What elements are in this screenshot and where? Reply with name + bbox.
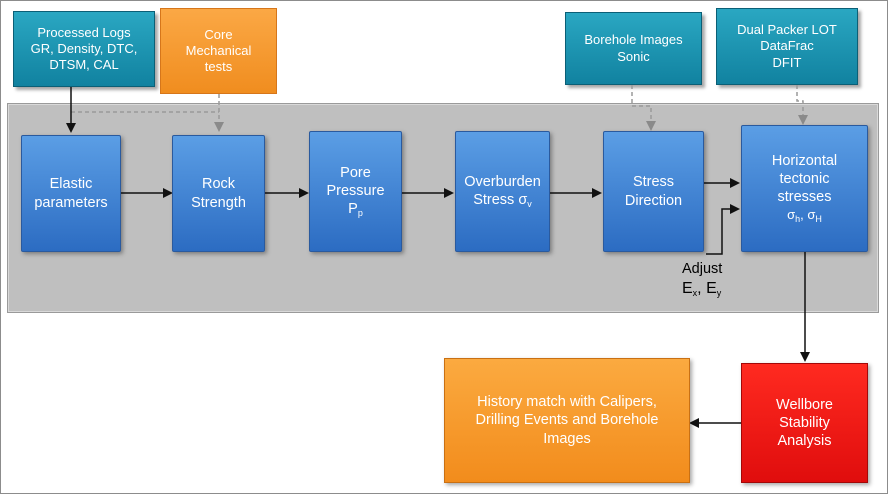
adjust-to-horizontal-arrow <box>706 204 740 255</box>
elastic-line-2: parameters <box>34 194 108 211</box>
pore-pressure-line-2: Pressure <box>326 182 385 199</box>
stress-direction-line-2: Direction <box>624 192 683 209</box>
wellbore-line-1: Wellbore <box>776 396 833 413</box>
adjust-moduli: Ex, Ey <box>682 279 722 298</box>
packer-dashed-connector <box>796 85 808 125</box>
wellbore-line-3: Analysis <box>777 433 832 450</box>
core-tests-line-2: Mechanical <box>185 42 252 58</box>
adjust-label: Adjust Ex, Ey <box>682 260 722 300</box>
wellbore-stability-box: Wellbore Stability Analysis <box>741 363 868 483</box>
horizontal-line-1: Horizontal <box>771 153 838 170</box>
pore-pressure-subscript: p <box>357 208 363 218</box>
horizontal-stresses-box: Horizontal tectonic stresses σh, σH <box>741 125 868 252</box>
overburden-stress-box: Overburden Stress σv <box>455 131 550 252</box>
overburden-subscript: v <box>527 198 532 209</box>
history-match-box: History match with Calipers, Drilling Ev… <box>444 358 690 483</box>
history-line-1: History match with Calipers, <box>477 394 657 411</box>
elastic-parameters-box: Elastic parameters <box>21 135 121 252</box>
horizontal-line-2: tectonic <box>779 171 830 188</box>
core-tests-box: Core Mechanical tests <box>160 8 277 94</box>
core-tests-line-1: Core <box>204 26 233 42</box>
horizontal-line-3: stresses <box>777 189 832 206</box>
rock-strength-line-1: Rock <box>201 176 236 193</box>
borehole-images-line-1: Borehole Images <box>584 32 683 48</box>
processed-logs-box: Processed Logs GR, Density, DTC, DTSM, C… <box>13 11 155 87</box>
processed-logs-line-2: GR, Density, DTC, <box>30 40 138 56</box>
pore-pressure-box: Pore Pressure Pp <box>309 131 402 252</box>
horizontal-symbols: σh, σH <box>787 206 822 224</box>
rock-strength-line-2: Strength <box>191 194 246 211</box>
adjust-text: Adjust <box>682 261 723 277</box>
core-tests-line-3: tests <box>204 59 233 75</box>
packer-tests-line-3: DFIT <box>772 54 802 70</box>
elastic-line-1: Elastic <box>49 176 93 193</box>
stress-direction-box: Stress Direction <box>603 131 704 252</box>
processed-logs-line-1: Processed Logs <box>37 24 131 40</box>
borehole-images-box: Borehole Images Sonic <box>565 12 702 85</box>
pore-pressure-line-1: Pore <box>340 164 371 181</box>
processed-logs-line-3: DTSM, CAL <box>49 57 119 73</box>
borehole-dashed-connector <box>631 85 656 131</box>
rock-strength-box: Rock Strength <box>172 135 265 252</box>
packer-tests-line-2: DataFrac <box>760 38 814 54</box>
overburden-line-2: Stress σv <box>473 191 532 209</box>
packer-tests-line-1: Dual Packer LOT <box>737 22 837 38</box>
wellbore-line-2: Stability <box>779 414 830 431</box>
pore-pressure-symbol: Pp <box>348 201 363 218</box>
history-line-3: Images <box>543 430 591 447</box>
borehole-images-line-2: Sonic <box>617 48 650 64</box>
history-line-2: Drilling Events and Borehole <box>475 412 659 429</box>
overburden-line-1: Overburden <box>464 173 541 190</box>
packer-tests-box: Dual Packer LOT DataFrac DFIT <box>716 8 858 85</box>
stress-direction-line-1: Stress <box>632 174 675 191</box>
